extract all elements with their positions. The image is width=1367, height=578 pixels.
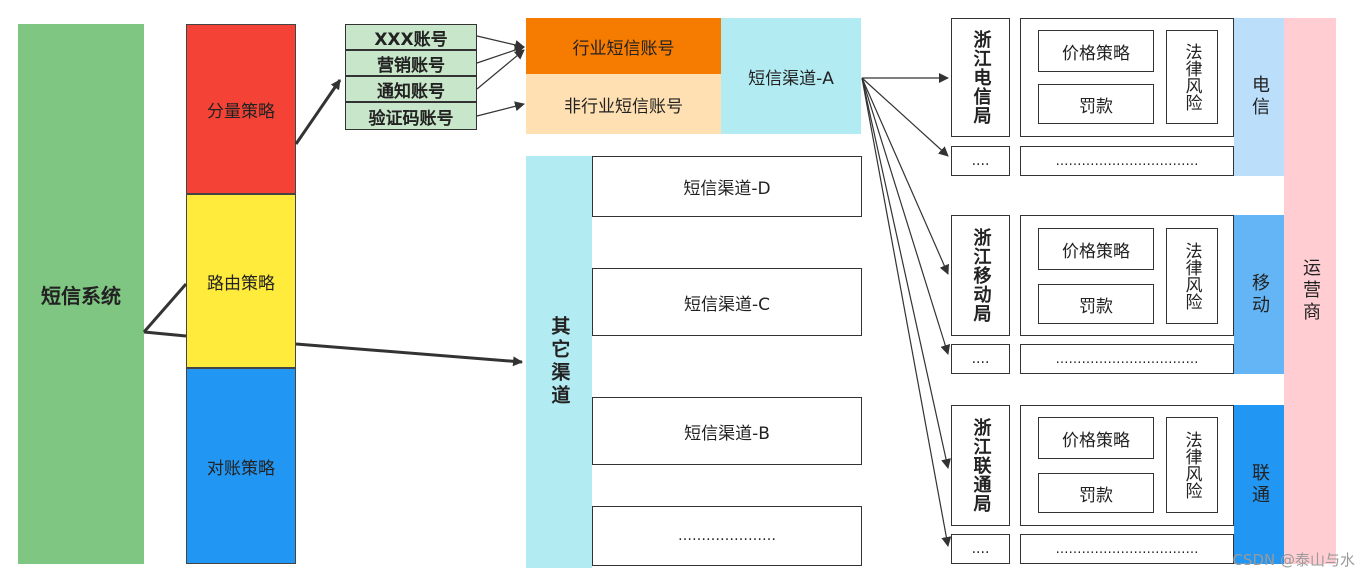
route-to-other-arrow	[295, 342, 523, 367]
split-to-accounts-arrow	[294, 79, 342, 145]
industry-account-label: 行业短信账号	[572, 38, 675, 59]
carrier-unicom-label: 联通	[1249, 462, 1270, 507]
a-to-unicom-more-arrow	[861, 77, 952, 547]
unicom-price-strategy-label: 价格策略	[1062, 430, 1130, 451]
bureau-mobile-label: 浙江移动局	[970, 228, 992, 323]
account-xxx: XXX账号	[345, 24, 477, 50]
strategy-reconcile-label: 对账策略	[207, 458, 275, 479]
channel-b-label: 短信渠道-B	[684, 423, 770, 444]
channel-more: …………………	[592, 506, 862, 566]
notice-to-industry-arrow	[476, 49, 525, 90]
mobile-more-small: ....	[951, 344, 1010, 374]
telecom-more-wide: ……………………………	[1020, 146, 1234, 176]
mobile-legal-risk: 法律风险	[1166, 228, 1218, 324]
unicom-more-wide-label: ……………………………	[1055, 541, 1199, 557]
mobile-price-strategy-label: 价格策略	[1062, 241, 1130, 262]
unicom-fine-label: 罚款	[1079, 485, 1113, 506]
mobile-fine: 罚款	[1038, 284, 1154, 324]
operator-block: 运营商	[1284, 18, 1336, 564]
marketing-to-industry-arrow	[476, 45, 525, 64]
account-marketing: 营销账号	[345, 50, 477, 76]
a-to-unicom-arrow	[861, 77, 951, 469]
verify-to-nonindustry-arrow	[476, 101, 525, 117]
sms-system-block: 短信系统	[18, 24, 144, 564]
telecom-more-small: ....	[951, 146, 1010, 176]
strategy-reconcile: 对账策略	[186, 368, 296, 564]
strategy-route-label: 路由策略	[207, 273, 275, 294]
telecom-price-strategy-label: 价格策略	[1062, 43, 1130, 64]
mobile-legal-risk-label: 法律风险	[1181, 242, 1202, 310]
mobile-more-wide-label: ……………………………	[1055, 351, 1199, 367]
a-to-telecom-more-arrow	[861, 77, 949, 157]
account-verify: 验证码账号	[345, 102, 477, 130]
telecom-more-wide-label: ……………………………	[1055, 153, 1199, 169]
bureau-mobile: 浙江移动局	[951, 215, 1010, 336]
account-notice-label: 通知账号	[377, 81, 445, 102]
a-to-mobile-arrow	[861, 77, 949, 275]
mobile-fine-label: 罚款	[1079, 296, 1113, 317]
industry-account: 行业短信账号	[526, 18, 721, 74]
bureau-unicom-label: 浙江联通局	[970, 418, 992, 513]
unicom-legal-risk: 法律风险	[1166, 417, 1218, 513]
unicom-legal-risk-label: 法律风险	[1181, 431, 1202, 499]
channel-a-label: 短信渠道-A	[748, 68, 834, 89]
telecom-price-strategy: 价格策略	[1038, 30, 1154, 72]
unicom-more-small: ....	[951, 534, 1010, 564]
channel-more-label: …………………	[678, 528, 776, 544]
strategy-split: 分量策略	[186, 24, 296, 194]
carrier-unicom: 联通	[1234, 405, 1284, 564]
mobile-more-small-label: ....	[971, 351, 990, 367]
telecom-fine: 罚款	[1038, 84, 1154, 124]
unicom-more-small-label: ....	[971, 541, 990, 557]
mobile-more-wide: ……………………………	[1020, 344, 1234, 374]
watermark: CSDN @泰山与水	[1232, 551, 1355, 569]
unicom-more-wide: ……………………………	[1020, 534, 1234, 564]
mobile-price-strategy: 价格策略	[1038, 228, 1154, 270]
channel-d: 短信渠道-D	[592, 156, 862, 217]
carrier-telecom-label: 电信	[1249, 75, 1270, 119]
other-channels: 其它渠道	[526, 156, 592, 568]
sms-system-label: 短信系统	[41, 283, 121, 308]
bureau-telecom: 浙江电信局	[951, 18, 1010, 137]
xxx-to-industry-arrow	[476, 35, 525, 50]
channel-b: 短信渠道-B	[592, 397, 862, 465]
telecom-more-small-label: ....	[971, 153, 990, 169]
account-notice: 通知账号	[345, 76, 477, 102]
channel-a: 短信渠道-A	[721, 18, 861, 134]
account-xxx-label: XXX账号	[374, 29, 448, 50]
channel-c: 短信渠道-C	[592, 268, 862, 336]
bureau-unicom: 浙江联通局	[951, 405, 1010, 526]
a-to-mobile-more-arrow	[861, 77, 951, 355]
unicom-fine: 罚款	[1038, 473, 1154, 513]
system-to-route-connector	[143, 330, 187, 338]
account-verify-label: 验证码账号	[368, 108, 454, 129]
carrier-mobile-label: 移动	[1249, 272, 1270, 317]
strategy-split-label: 分量策略	[207, 101, 275, 122]
carrier-mobile: 移动	[1234, 215, 1284, 374]
channel-d-label: 短信渠道-D	[683, 179, 771, 199]
bureau-telecom-label: 浙江电信局	[970, 30, 992, 125]
unicom-price-strategy: 价格策略	[1038, 417, 1154, 459]
system-to-split-connector	[142, 283, 188, 333]
operator-label: 运营商	[1300, 258, 1321, 324]
telecom-legal-risk: 法律风险	[1166, 30, 1218, 124]
strategy-route: 路由策略	[186, 194, 296, 368]
channel-c-label: 短信渠道-C	[683, 294, 770, 315]
telecom-legal-risk-label: 法律风险	[1181, 43, 1202, 111]
telecom-fine-label: 罚款	[1079, 96, 1113, 117]
non-industry-account: 非行业短信账号	[526, 74, 721, 134]
carrier-telecom: 电信	[1234, 18, 1284, 176]
account-marketing-label: 营销账号	[377, 55, 445, 76]
other-channels-label: 其它渠道	[548, 316, 571, 408]
non-industry-account-label: 非行业短信账号	[564, 96, 683, 117]
